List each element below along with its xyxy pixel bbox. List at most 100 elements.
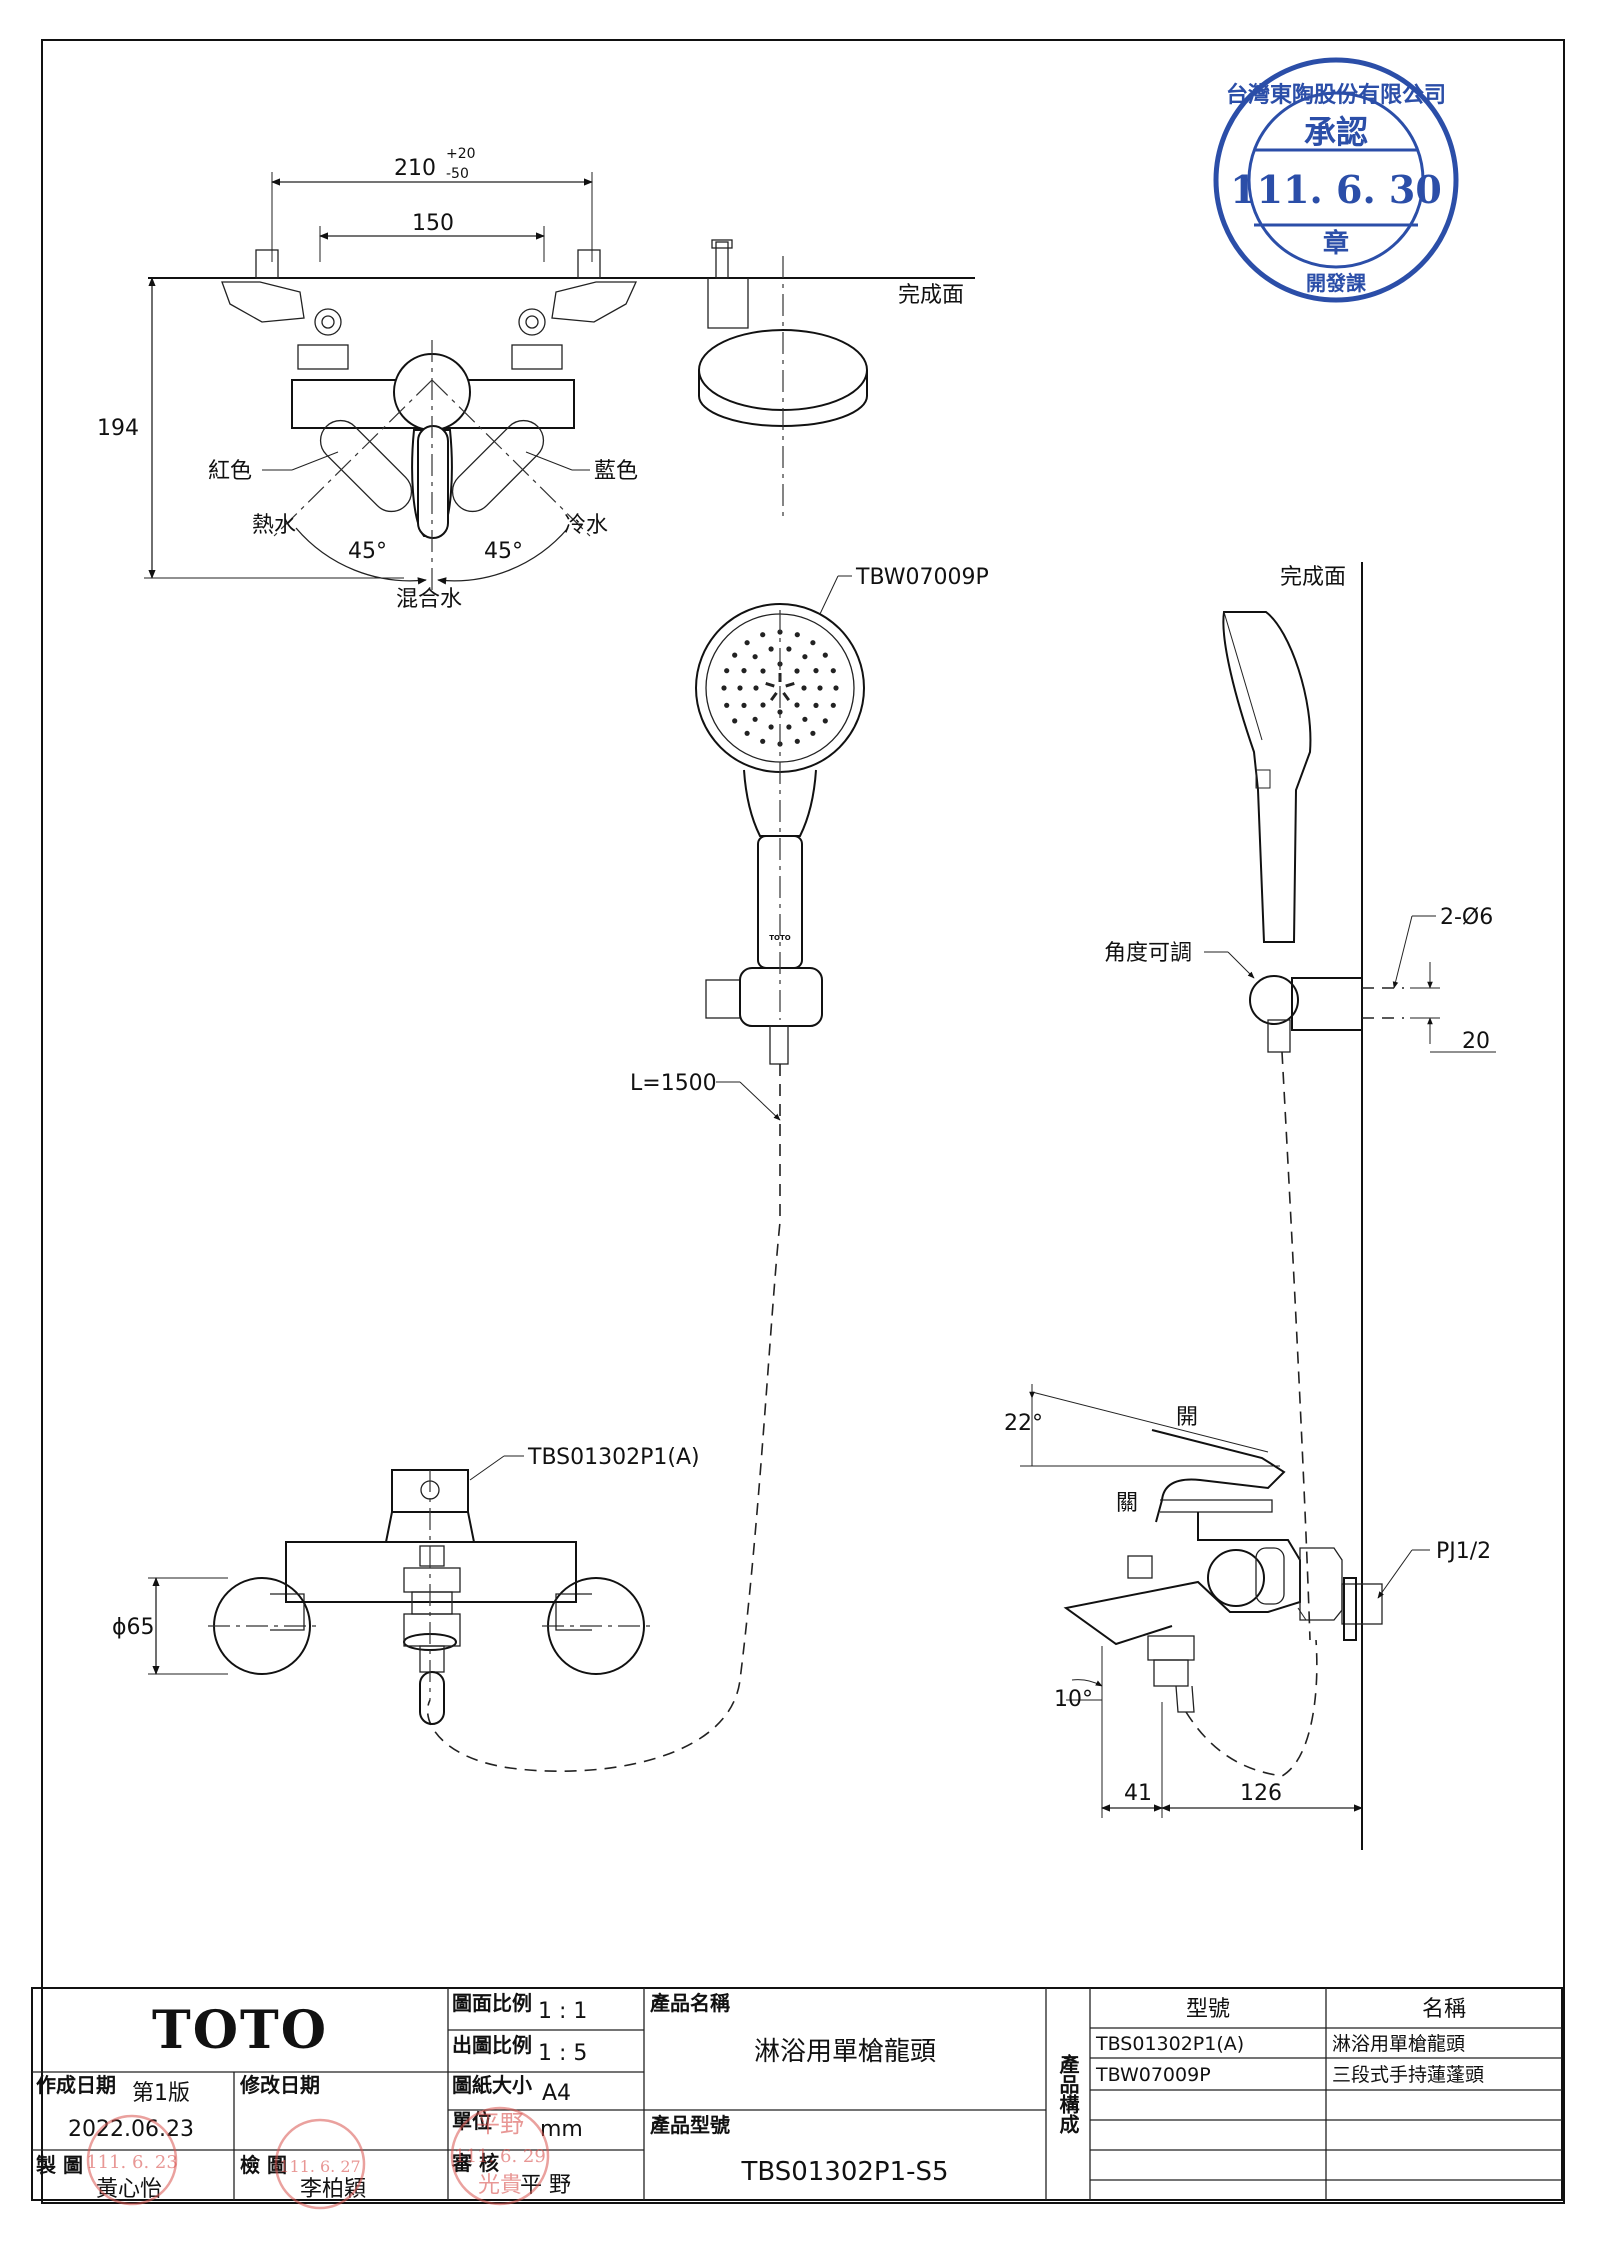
nozzle-dot (732, 718, 738, 724)
nozzle-dot (744, 640, 750, 646)
scale-value: 1 : 1 (538, 1999, 587, 2024)
nozzle-dot (794, 702, 800, 708)
nozzle-dot (830, 702, 836, 708)
width-dim: 210 (394, 156, 436, 181)
stamp-company: 台灣東陶股份有限公司 (1226, 82, 1446, 108)
front-finish-surface: 完成面 (898, 283, 964, 308)
inner-dim: 150 (412, 211, 454, 236)
spacing-dim: 20 (1462, 1029, 1490, 1054)
revised-label: 修改日期 (239, 2073, 320, 2097)
stamp-dept: 開發課 (1306, 271, 1367, 295)
drawn-by: 黃心怡 (96, 2177, 162, 2202)
nozzle-dot (813, 702, 819, 709)
print-scale-value: 1 : 5 (538, 2041, 587, 2066)
nozzle-dot (813, 668, 819, 674)
dim-a: 41 (1124, 1781, 1152, 1806)
close-label: 關 (1116, 1491, 1138, 1516)
product-name-label: 產品名稱 (650, 1991, 730, 2015)
faucet-dia: ϕ65 (112, 1615, 155, 1640)
nozzle-dot (741, 668, 747, 674)
name-col-header: 名稱 (1422, 1997, 1466, 2022)
paper-label: 圖紙大小 (452, 2073, 532, 2097)
faucet-side-view: 22° 開 關 PJ1/2 10° 41 126 (1004, 1384, 1491, 1818)
title-block: TOTO 圖面比例 1 : 1 出圖比例 1 : 5 圖紙大小 A4 單位 mm… (31, 1987, 1563, 2202)
nozzle-dot (801, 685, 807, 691)
checked-stamp: 111. 6. 27 (274, 2118, 366, 2210)
component-model-0: TBS01302P1(A) (1095, 2033, 1244, 2055)
nozzle-dot (817, 685, 823, 691)
drawing-border (41, 39, 1565, 2204)
faucet-top-view: TBS01302P1(A) ϕ65 (112, 1445, 700, 1725)
nozzle-dot (753, 685, 759, 691)
scale-label: 圖面比例 (452, 1991, 532, 2015)
nozzle-dot (830, 668, 836, 674)
nozzle-dot (744, 730, 750, 736)
nozzle-dot (810, 640, 816, 646)
angle-left: 45° (348, 539, 387, 564)
handshower-model: TBW07009P (855, 565, 989, 590)
nozzle-dot (794, 668, 800, 674)
adjustable-label: 角度可調 (1104, 941, 1192, 966)
center-nozzle (785, 681, 795, 688)
approved-stamp-bottom: 光貴 (478, 2173, 522, 2198)
unit-label: 單位 (452, 2109, 492, 2133)
nozzle-dot (760, 702, 766, 708)
hose-length: L=1500 (630, 1071, 717, 1096)
component-name-1: 三段式手持蓮蓬頭 (1332, 2064, 1484, 2086)
nozzle-dot (786, 646, 792, 652)
version: 第1版 (132, 2081, 190, 2106)
angle-open: 22° (1004, 1411, 1043, 1436)
checked-stamp-date: 111. 6. 27 (279, 2157, 360, 2176)
drawn-label: 製 圖 (36, 2153, 83, 2177)
hose (426, 1064, 781, 1773)
product-model: TBS01302P1-S5 (740, 2157, 948, 2187)
checked-label: 檢 圖 (240, 2153, 287, 2177)
approval-stamp: 台灣東陶股份有限公司 承認 111. 6. 30 章 開發課 (1213, 57, 1459, 303)
created-label: 作成日期 (36, 2073, 116, 2097)
center-nozzle (769, 692, 778, 701)
nozzle-dot (833, 685, 839, 691)
nozzle-dot (760, 668, 766, 674)
side-view: 完成面 角度可調 2-Ø6 20 (1104, 562, 1496, 1850)
nozzle-dot (810, 730, 816, 736)
red-label: 紅色 (208, 459, 252, 484)
screw-label: 2-Ø6 (1440, 905, 1493, 930)
open-label: 開 (1176, 1405, 1198, 1430)
component-model-1: TBW07009P (1095, 2064, 1211, 2086)
nozzle-dot (794, 738, 800, 744)
created-date: 2022.06.23 (68, 2117, 194, 2142)
approved-stamp: 平野 111. 6. 29 光貴 (450, 2106, 550, 2206)
nozzle-dot (732, 652, 738, 658)
nozzle-dot (752, 654, 758, 660)
dim-b: 126 (1240, 1781, 1282, 1806)
front-view: 完成面 210 +20 -50 (97, 146, 975, 612)
paper-value: A4 (542, 2081, 571, 2106)
nozzle-dot (724, 668, 730, 674)
nozzle-dot (768, 724, 774, 730)
approved-label: 審 核 (451, 2151, 499, 2175)
nozzle-dot (777, 709, 783, 715)
toto-logo: TOTO (152, 2000, 328, 2061)
drawn-stamp: 111. 6. 23 (86, 2114, 178, 2206)
nozzle-dot (741, 702, 747, 709)
stamp-title: 承認 (1304, 113, 1368, 151)
faucet-model: TBS01302P1(A) (527, 1445, 700, 1470)
nozzle-dot (802, 654, 808, 660)
blue-label: 藍色 (594, 459, 638, 484)
nozzle-dot (724, 702, 730, 708)
hot-label: 熱水 (252, 513, 296, 538)
nozzle-dot (802, 716, 808, 722)
nozzle-dot (737, 685, 743, 691)
model-col-header: 型號 (1186, 1997, 1230, 2022)
approved-stamp-top: 平野 (476, 2110, 524, 2138)
handshower-brand: TOTO (769, 934, 791, 942)
wall-holder-view (698, 239, 868, 520)
approved-stamp-date: 111. 6. 29 (454, 2146, 546, 2167)
angle-right: 45° (484, 539, 523, 564)
spout-angle: 10° (1054, 1687, 1093, 1712)
product-model-label: 產品型號 (650, 2113, 730, 2137)
stamp-seal: 章 (1323, 228, 1349, 259)
composition-label: 產品構成 (1056, 2053, 1080, 2135)
nozzle-dot (752, 716, 758, 722)
nozzle-dot (794, 632, 800, 638)
